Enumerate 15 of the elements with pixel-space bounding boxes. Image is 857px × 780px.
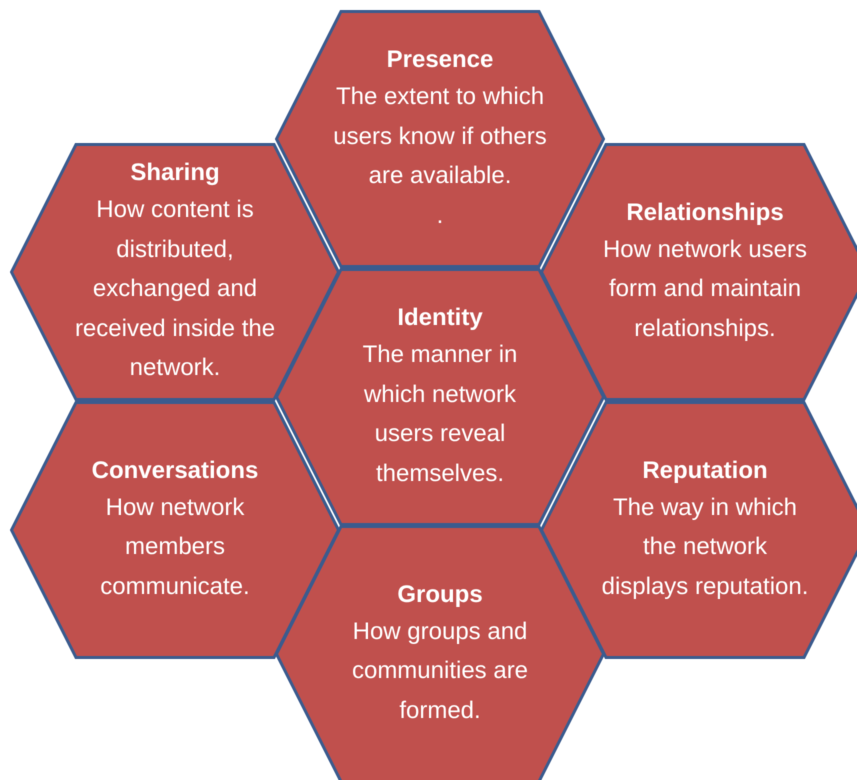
hexagon-title: Sharing [130, 158, 220, 188]
hexagon-description: The extent to which users know if others are available. [332, 82, 548, 191]
hexagon-description: . [436, 200, 444, 230]
hexagon-title: Reputation [642, 456, 768, 486]
hexagon-description: The way in which the network displays reputation. [600, 492, 810, 602]
hexagon-description: How network users form and maintain relationships. [602, 234, 808, 344]
hexagon-description: How network members communicate. [99, 492, 251, 602]
hexagon-description: The manner in which network users reveal themselves. [362, 340, 518, 488]
hexagon-description: How content is distributed, exchanged and received inside the network. [74, 195, 276, 384]
hexagon-title: Conversations [92, 456, 258, 486]
hexagon-title: Presence [386, 45, 494, 75]
hexagon-title: Identity [397, 303, 483, 333]
hexagon-title: Relationships [626, 198, 784, 228]
hexagon-description: How groups and communities are formed. [350, 616, 530, 726]
hexagon-title: Groups [397, 580, 483, 610]
